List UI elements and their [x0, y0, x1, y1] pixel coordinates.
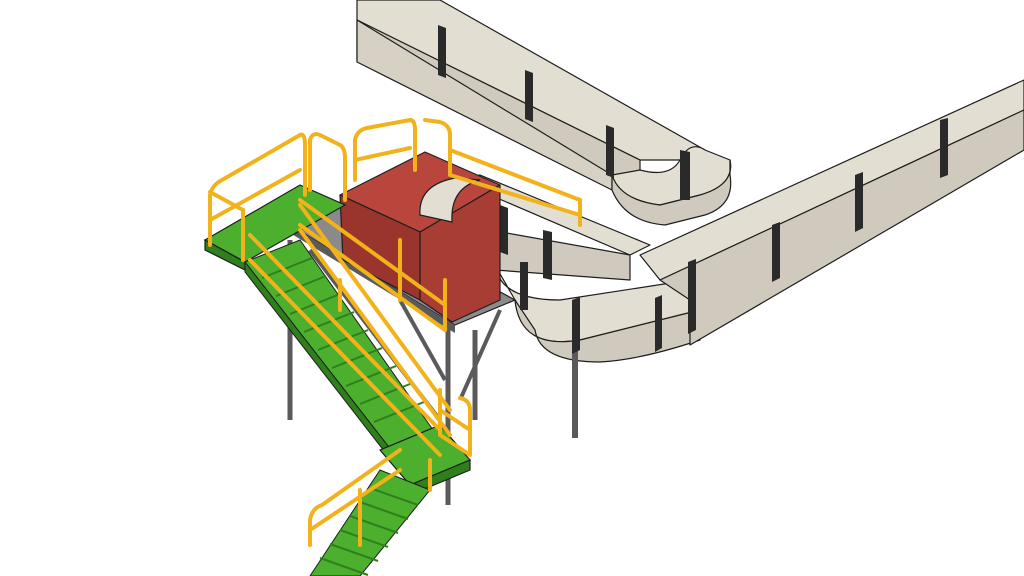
right-duct-top	[639, 79, 1024, 281]
rail-deck-front	[298, 198, 447, 307]
lower-elbow-front	[514, 299, 701, 363]
rail-upper-stair-inner	[248, 233, 442, 432]
band-9	[655, 295, 662, 352]
right-duct-side	[659, 109, 1024, 346]
duct-bands	[438, 25, 948, 354]
band-4	[680, 150, 690, 200]
rail-landing	[438, 388, 472, 457]
upper-elbow-side	[611, 159, 732, 226]
band-7	[772, 222, 780, 282]
upper-platform	[203, 184, 347, 271]
rail-upper-stair-outer	[298, 203, 452, 412]
ahu-inlet-opening	[419, 177, 481, 223]
brace-3	[398, 299, 447, 381]
band-11	[520, 262, 528, 310]
band-1	[438, 25, 446, 78]
band-13	[500, 205, 508, 255]
rail-unit-top	[353, 118, 417, 182]
band-5	[940, 118, 948, 178]
band-10	[572, 297, 580, 354]
ahu-unit	[339, 151, 501, 323]
brace-2	[458, 309, 502, 401]
band-2	[525, 70, 533, 122]
band-12	[543, 230, 552, 280]
band-6	[855, 172, 863, 232]
railings	[208, 118, 582, 547]
rail-platform-back	[308, 132, 347, 202]
band-8	[688, 259, 696, 334]
duct-support-post	[572, 330, 578, 438]
rail-lower-stair	[308, 448, 402, 547]
band-3	[606, 125, 614, 178]
